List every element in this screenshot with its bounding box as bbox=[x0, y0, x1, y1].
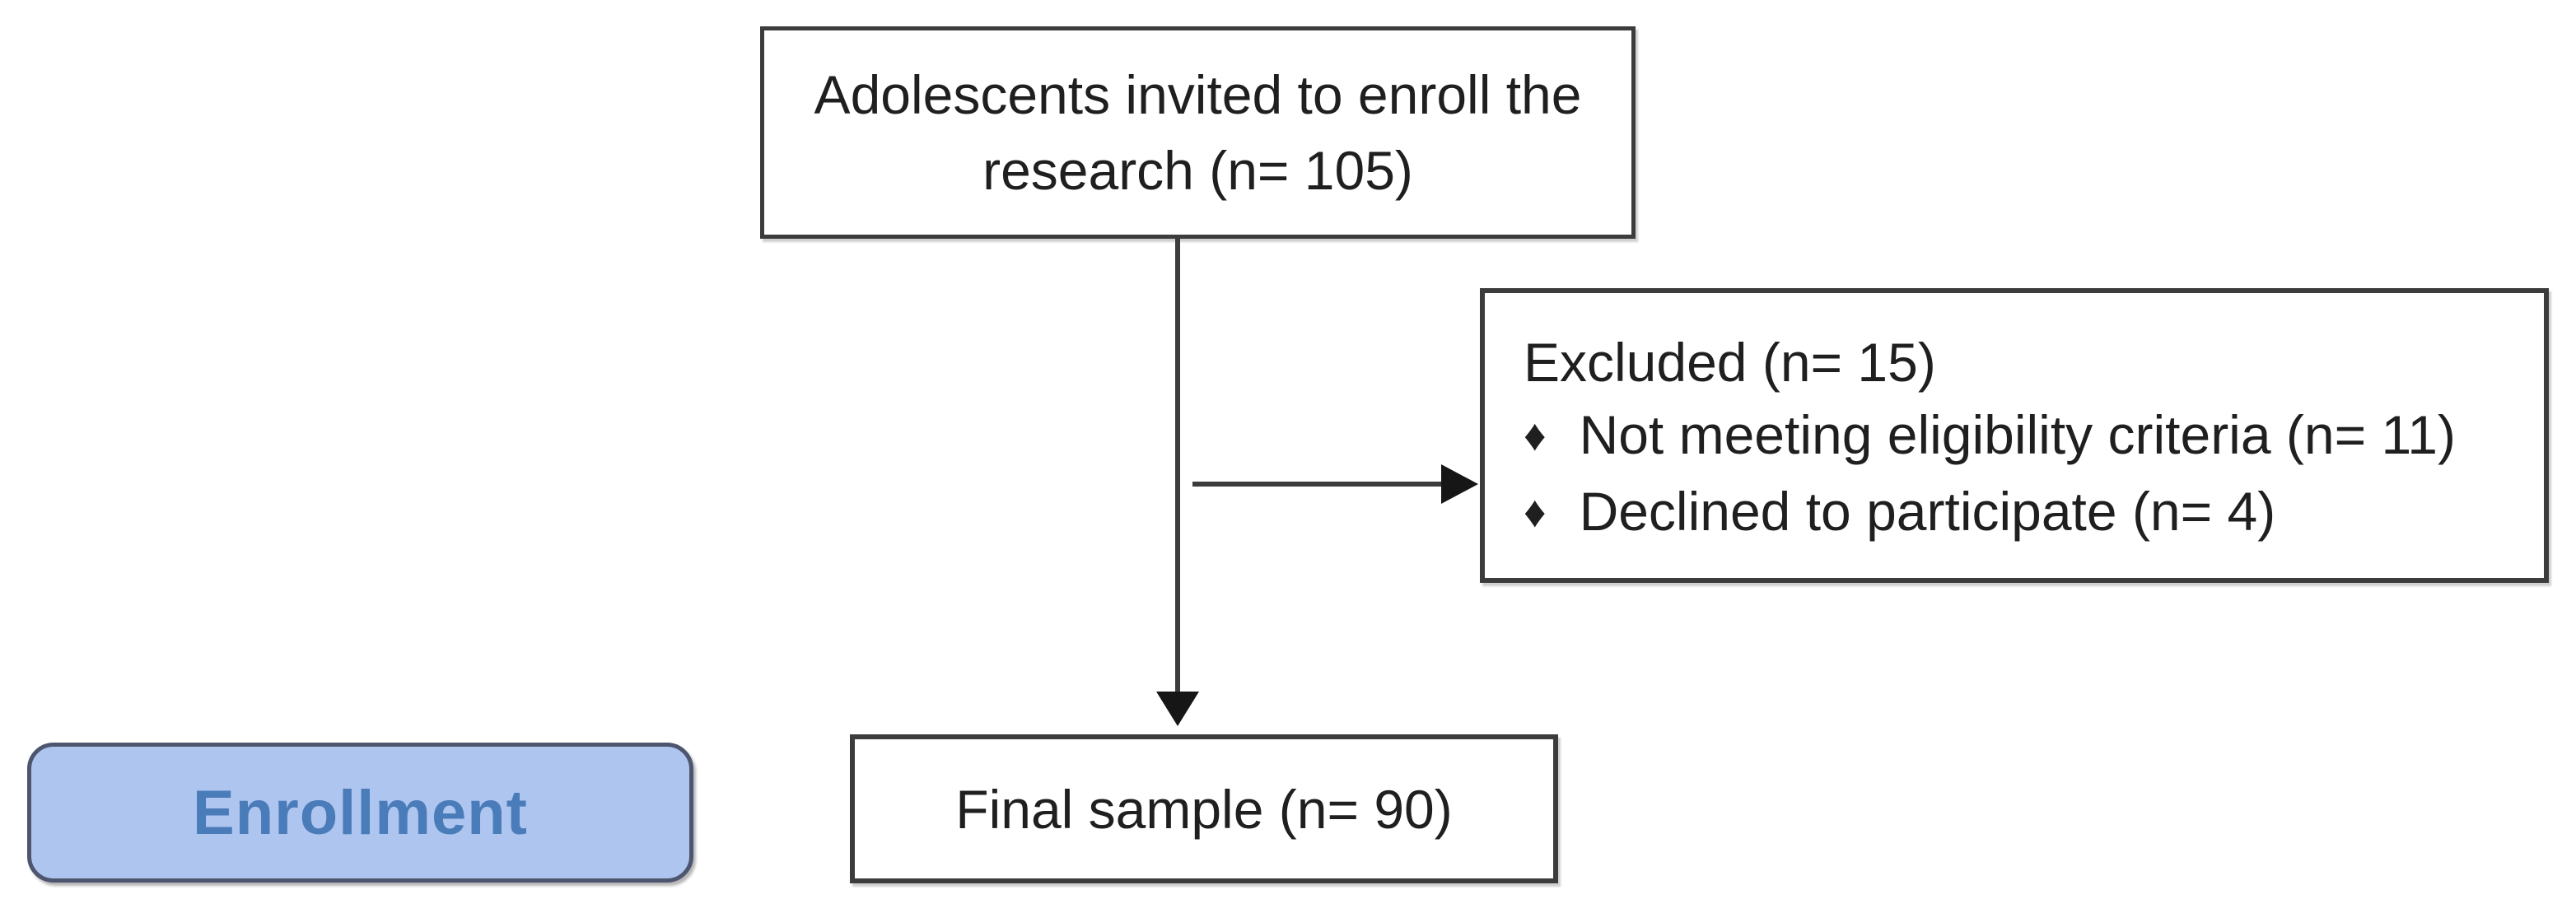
excluded-title: Excluded (n= 15) bbox=[1524, 332, 1936, 393]
down-arrowhead-icon bbox=[1156, 692, 1199, 726]
excluded-item: ♦ Declined to participate (n= 4) bbox=[1524, 475, 2519, 552]
diamond-bullet-icon: ♦ bbox=[1524, 487, 1547, 537]
final-sample-box: Final sample (n= 90) bbox=[850, 734, 1558, 883]
excluded-item: ♦ Not meeting eligibility criteria (n= 1… bbox=[1524, 398, 2519, 475]
enrollment-stage-label: Enrollment bbox=[27, 743, 693, 883]
horizontal-connector-line bbox=[1192, 482, 1441, 487]
enrollment-stage-text: Enrollment bbox=[193, 777, 528, 848]
excluded-item-text: Not meeting eligibility criteria (n= 11) bbox=[1579, 404, 2456, 465]
vertical-connector-line bbox=[1175, 239, 1180, 693]
invited-box-text: Adolescents invited to enroll the resear… bbox=[814, 64, 1582, 201]
right-arrowhead-icon bbox=[1441, 464, 1478, 504]
excluded-box: Excluded (n= 15) ♦ Not meeting eligibili… bbox=[1480, 288, 2549, 583]
diamond-bullet-icon: ♦ bbox=[1524, 411, 1547, 460]
final-sample-text: Final sample (n= 90) bbox=[955, 778, 1453, 840]
invited-box: Adolescents invited to enroll the resear… bbox=[760, 26, 1636, 239]
excluded-item-text: Declined to participate (n= 4) bbox=[1579, 481, 2276, 542]
